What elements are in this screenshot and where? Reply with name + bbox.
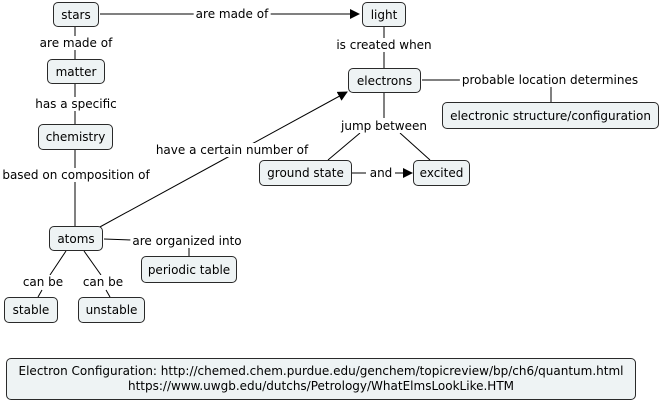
link-label-jump-between: jump between	[339, 119, 429, 133]
node-ground-state[interactable]: ground state	[259, 160, 352, 186]
link-label-and: and	[367, 166, 395, 180]
link-label-electrons-structure: probable location determines	[459, 73, 641, 87]
link-label-light-electrons: is created when	[334, 38, 434, 52]
resources-box: Electron Configuration: http://chemed.ch…	[6, 358, 636, 400]
link-label-atoms-electrons: have a certain number of	[153, 143, 311, 157]
edge-canbe-unstable	[105, 289, 111, 298]
node-stars[interactable]: stars	[53, 2, 99, 27]
node-stable[interactable]: stable	[4, 297, 58, 323]
link-label-stars-matter: are made of	[37, 36, 115, 50]
node-electrons[interactable]: electrons	[348, 68, 421, 93]
node-unstable[interactable]: unstable	[78, 297, 145, 323]
node-light[interactable]: light	[362, 2, 406, 27]
edge-atoms-stable	[49, 250, 67, 276]
link-label-matter-chemistry: has a specific	[33, 97, 119, 111]
node-chemistry[interactable]: chemistry	[38, 124, 113, 150]
node-periodic-table[interactable]: periodic table	[141, 256, 237, 283]
edge-jump-excited	[399, 132, 431, 161]
node-atoms[interactable]: atoms	[49, 226, 103, 251]
link-label-atoms-unstable: can be	[80, 275, 126, 289]
edge-atoms-unstable	[83, 250, 102, 276]
node-excited[interactable]: excited	[413, 160, 470, 186]
node-electronic-structure[interactable]: electronic structure/configuration	[442, 102, 659, 129]
link-label-chemistry-atoms: based on composition of	[0, 168, 152, 182]
resource-link-uwgb[interactable]: https://www.uwgb.edu/dutchs/Petrology/Wh…	[128, 379, 514, 393]
link-label-atoms-stable: can be	[20, 275, 66, 289]
link-label-stars-light: are made of	[193, 7, 271, 21]
edge-jump-ground	[327, 132, 361, 161]
edge-atoms-periodic	[103, 238, 133, 241]
node-matter[interactable]: matter	[47, 59, 105, 84]
link-label-atoms-periodic: are organized into	[130, 234, 244, 248]
edge-atoms-electrons	[97, 91, 348, 229]
edge-canbe-stable	[37, 289, 43, 298]
resource-link-purdue[interactable]: Electron Configuration: http://chemed.ch…	[18, 364, 624, 378]
